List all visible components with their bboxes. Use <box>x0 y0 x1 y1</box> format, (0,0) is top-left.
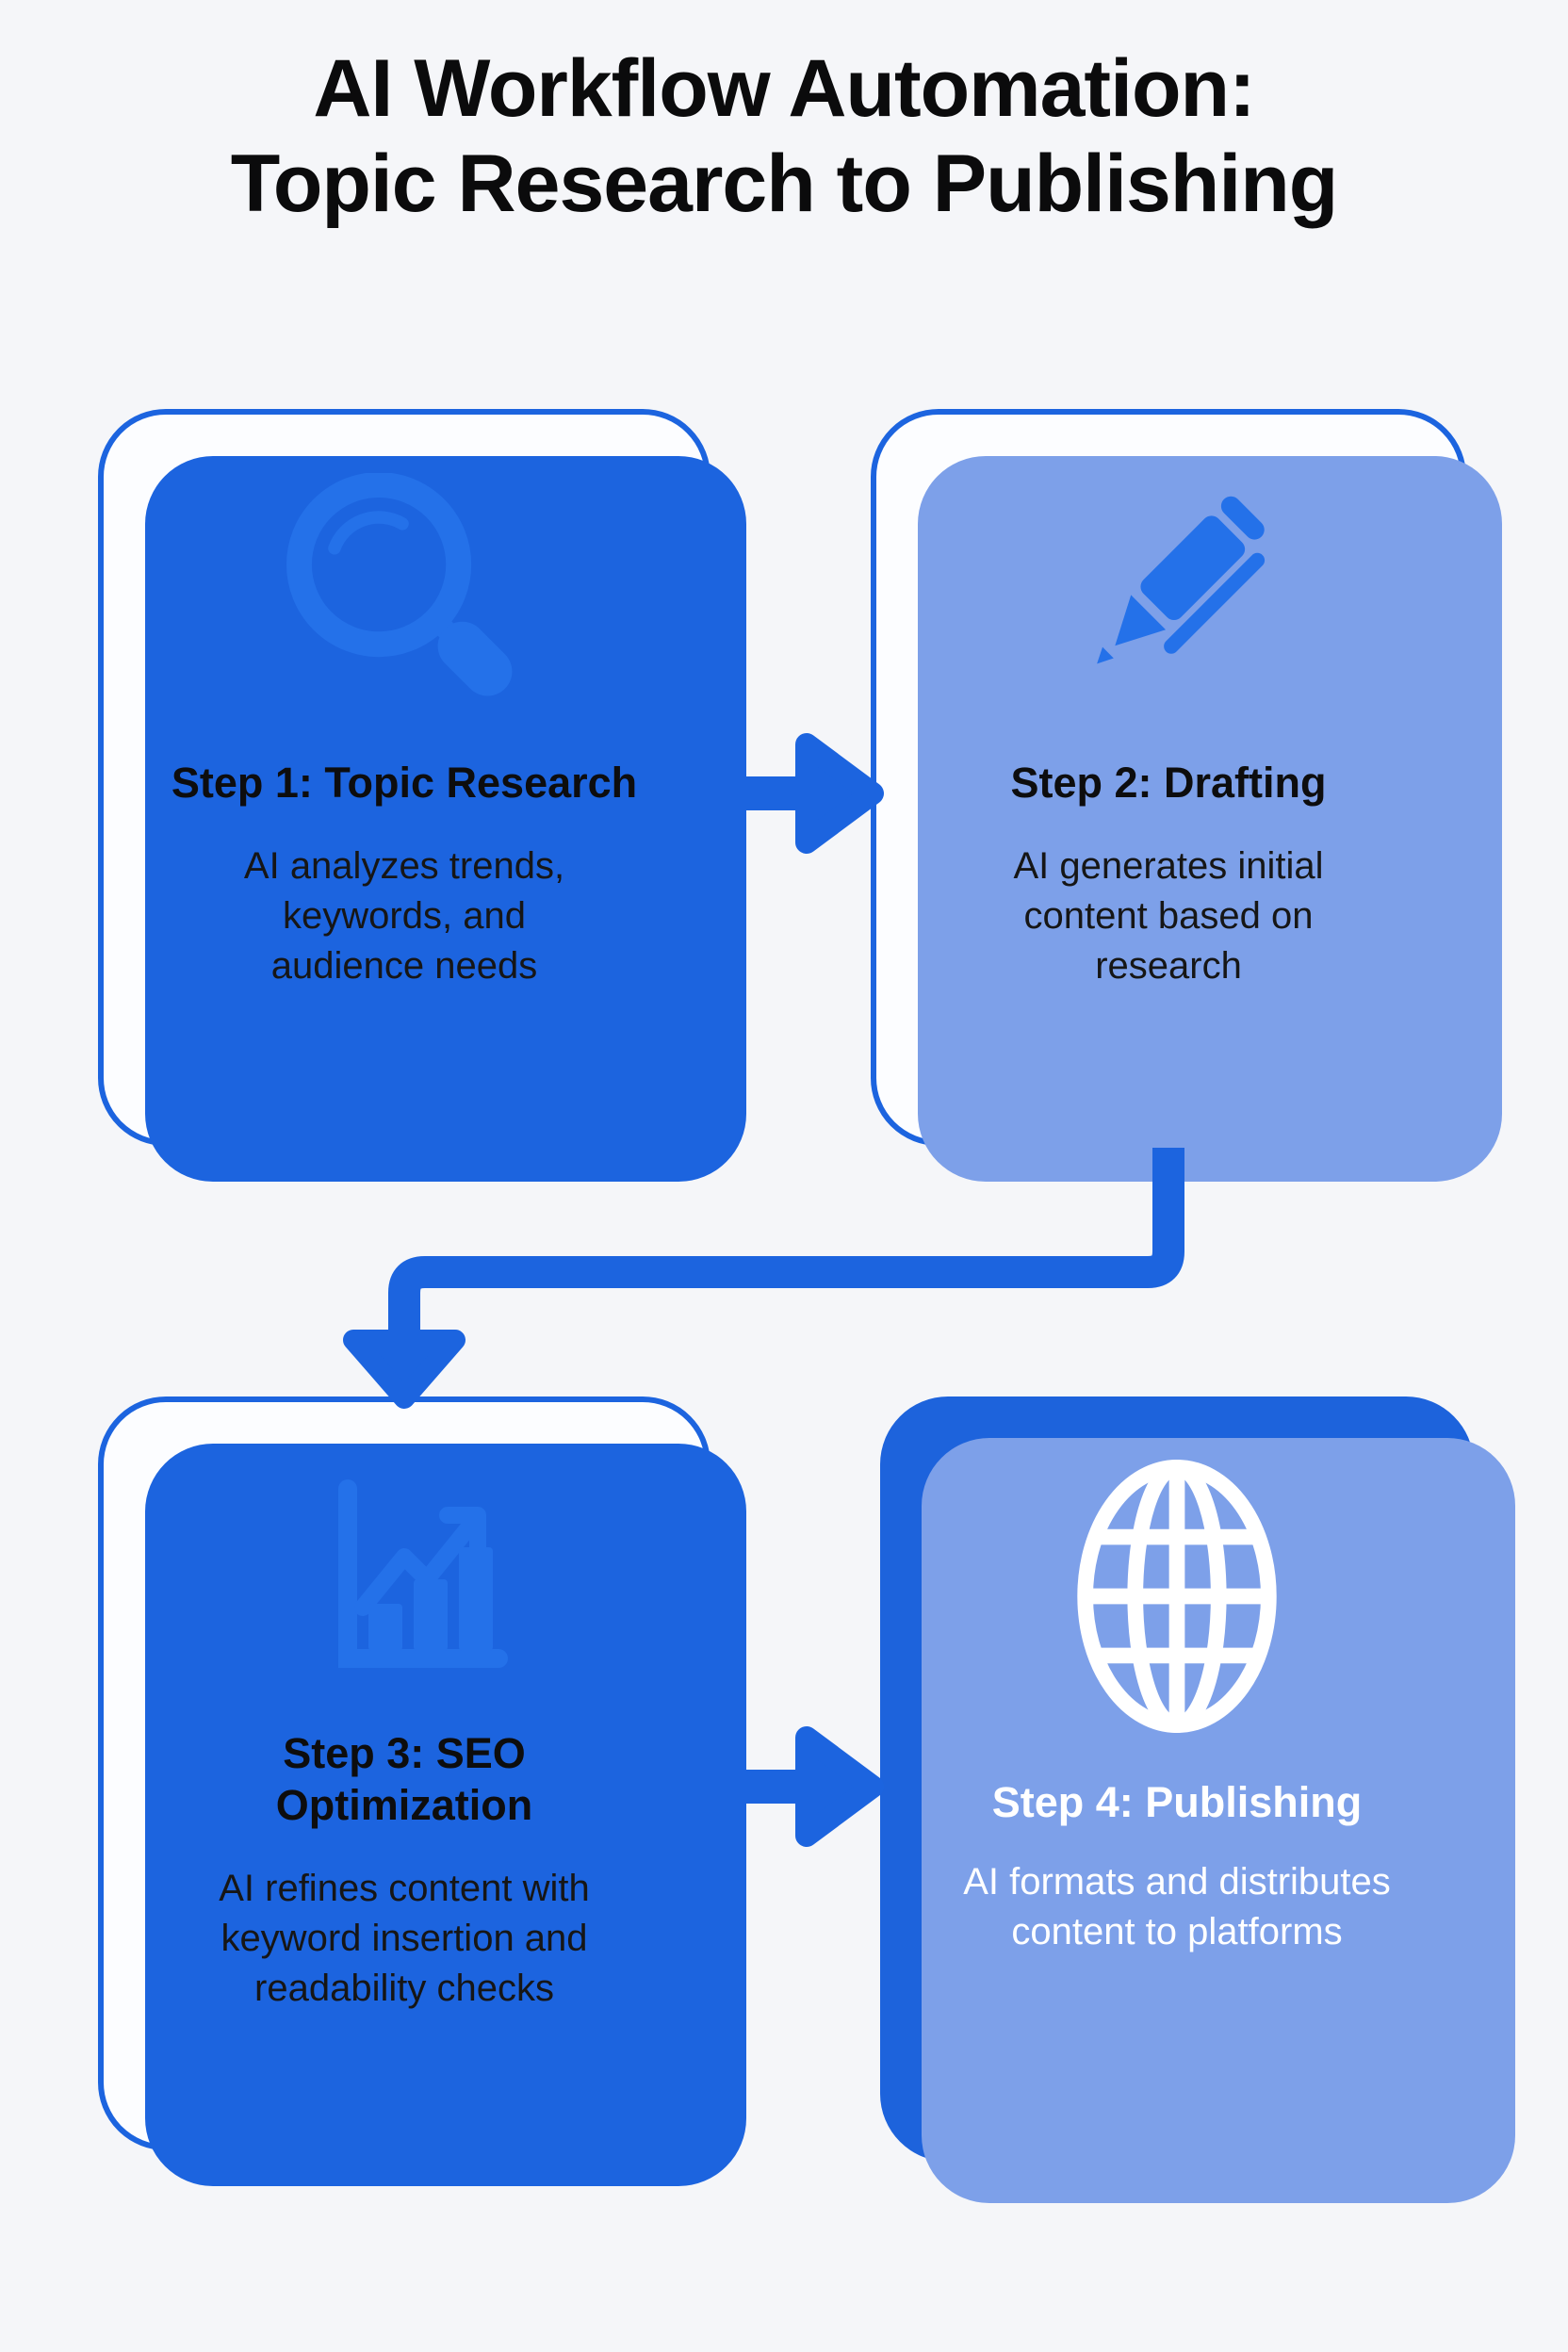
step-4-description: AI formats and distributes content to pl… <box>963 1860 1391 1953</box>
step-4-card: Step 4: Publishing AI formats and distri… <box>880 1396 1515 2203</box>
step-1-heading: Step 1: Topic Research <box>171 759 638 807</box>
step-2-card: Step 2: Drafting AI generates initial co… <box>871 409 1502 1182</box>
bar-chart-icon <box>291 1464 517 1690</box>
step-2-description: AI generates initial content based on re… <box>1013 844 1324 988</box>
step-3-description: AI refines content with keyword insertio… <box>219 1867 590 2010</box>
pen-icon <box>1051 473 1286 709</box>
step-1-card: Step 1: Topic Research AI analyzes trend… <box>98 409 746 1182</box>
step-2-heading: Step 2: Drafting <box>1010 759 1327 807</box>
step-3-heading: Step 3: SEO Optimization <box>275 1729 533 1829</box>
globe-icon <box>1066 1457 1288 1736</box>
step-4-heading: Step 4: Publishing <box>991 1778 1363 1826</box>
step-3-card: Step 3: SEO Optimization AI refines cont… <box>98 1396 746 2186</box>
step-1-description: AI analyzes trends, keywords, and audien… <box>243 844 565 988</box>
page-title-line1: AI Workflow Automation: <box>313 43 1255 134</box>
page-title-line2: Topic Research to Publishing <box>230 139 1339 230</box>
arrow-step2-to-step3 <box>343 1148 1184 1409</box>
magnifier-icon <box>286 473 522 709</box>
page-title: AI Workflow Automation: Topic Research t… <box>0 41 1568 233</box>
